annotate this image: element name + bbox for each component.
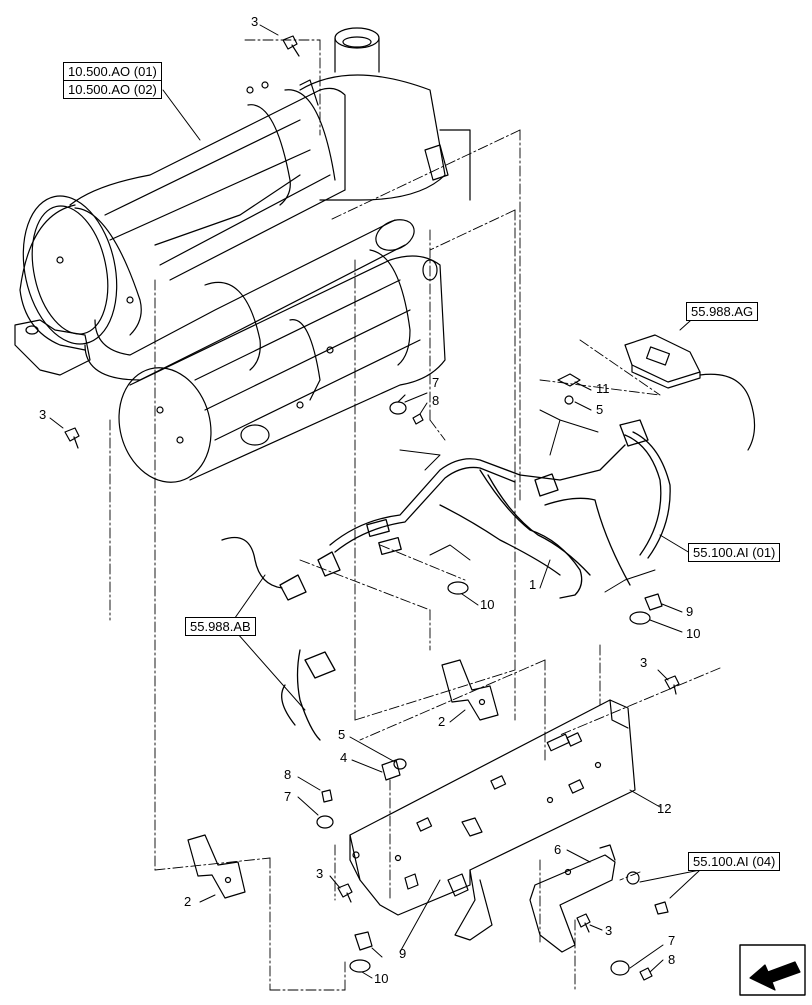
- callout-6: 6: [554, 842, 562, 857]
- callout-10: 10: [480, 597, 495, 612]
- leader-lines: [49, 24, 701, 979]
- arrow-pointer-icon: [739, 944, 806, 996]
- ref-55-100-ai-04[interactable]: 55.100.AI (04): [688, 852, 781, 871]
- hose-clamp: [610, 960, 653, 981]
- callout-7: 7: [432, 375, 440, 390]
- hose-clamp: [389, 394, 424, 425]
- callout-8: 8: [668, 952, 676, 967]
- ref-10-500-ao-02[interactable]: 10.500.AO (02): [64, 80, 161, 98]
- callout-4: 4: [340, 750, 348, 765]
- callout-12: 12: [657, 801, 672, 816]
- exhaust-aftertreatment-assembly: [14, 27, 471, 483]
- callout-2: 2: [184, 894, 192, 909]
- cable-tie: [447, 581, 469, 595]
- callout-9: 9: [686, 604, 694, 619]
- callout-3: 3: [640, 655, 648, 670]
- callout-9: 9: [399, 946, 407, 961]
- ref-55-988-ag[interactable]: 55.988.AG: [686, 302, 759, 321]
- callout-10: 10: [686, 626, 701, 641]
- callout-2: 2: [438, 714, 446, 729]
- hose-clamp: [316, 789, 334, 829]
- ref-55-100-ai-01[interactable]: 55.100.AI (01): [688, 543, 781, 562]
- ref-box-10-500-ao[interactable]: 10.500.AO (01) 10.500.AO (02): [63, 62, 162, 99]
- assembly-lines: [109, 39, 721, 991]
- callout-5: 5: [596, 402, 604, 417]
- bolt-icon: [64, 427, 80, 449]
- callout-8: 8: [432, 393, 440, 408]
- cable-tie: [629, 611, 651, 625]
- callout-10: 10: [374, 971, 389, 986]
- nox-sensor: [624, 334, 756, 451]
- bolt-icon: [576, 913, 591, 933]
- clip: [349, 931, 373, 973]
- wiring-harness: [221, 419, 671, 741]
- callout-11: 11: [596, 381, 610, 396]
- callout-3: 3: [39, 407, 47, 422]
- bracket-6: [529, 844, 669, 953]
- callout-3: 3: [605, 923, 613, 938]
- callout-1: 1: [529, 577, 537, 592]
- support-bracket: [187, 834, 246, 899]
- bolt-icon: [282, 35, 300, 57]
- clip-bracket: [557, 373, 581, 405]
- ref-10-500-ao-01[interactable]: 10.500.AO (01): [68, 64, 157, 79]
- callout-8: 8: [284, 767, 292, 782]
- bolt-icon: [664, 675, 680, 695]
- callout-7: 7: [668, 933, 676, 948]
- callout-3: 3: [316, 866, 324, 881]
- clip: [644, 593, 663, 611]
- bolt-icon: [337, 883, 353, 903]
- mounting-plate: [349, 699, 636, 941]
- callout-3: 3: [251, 14, 259, 29]
- support-bracket: [441, 659, 499, 721]
- ref-55-988-ab[interactable]: 55.988.AB: [185, 617, 256, 636]
- callout-5: 5: [338, 727, 346, 742]
- callout-7: 7: [284, 789, 292, 804]
